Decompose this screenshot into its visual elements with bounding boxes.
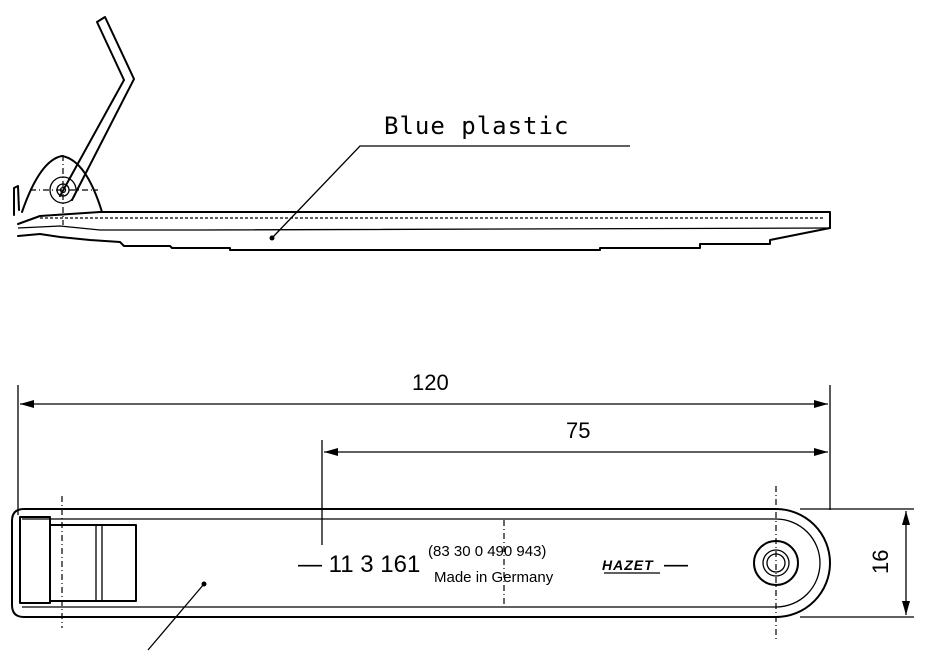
arrow-16-top bbox=[902, 511, 910, 525]
blade-stepped-bottom bbox=[17, 227, 831, 251]
arrow-75-right bbox=[814, 448, 828, 456]
lever-base bbox=[49, 524, 137, 602]
hinge-block bbox=[19, 516, 51, 604]
arrow-120-right bbox=[814, 400, 828, 408]
material-leader-dot bbox=[269, 235, 275, 241]
bottom-leader-dot bbox=[201, 581, 207, 587]
material-label: Blue plastic bbox=[384, 112, 569, 140]
side-view: Blue plastic bbox=[13, 16, 831, 251]
end-hole-inner bbox=[762, 549, 790, 577]
dimension-75-label: 75 bbox=[566, 418, 590, 443]
arrow-75-left bbox=[324, 448, 338, 456]
code-text: (83 30 0 490 943) bbox=[428, 543, 546, 560]
top-view: — 11 3 161 (83 30 0 490 943) Made in Ger… bbox=[11, 486, 831, 651]
dimension-16-label: 16 bbox=[868, 550, 893, 574]
blade-lower-taper bbox=[17, 225, 831, 231]
hinge-bracket bbox=[21, 155, 103, 213]
end-clip bbox=[13, 185, 20, 216]
lever-handle bbox=[59, 16, 135, 201]
blade-outline-inner bbox=[22, 518, 821, 608]
origin-text: Made in Germany bbox=[434, 569, 554, 586]
blade-top-edge bbox=[17, 211, 831, 229]
blade-outline-outer bbox=[11, 508, 831, 618]
bottom-leader-line bbox=[147, 583, 205, 651]
arrow-16-bottom bbox=[902, 601, 910, 615]
arrow-120-left bbox=[20, 400, 34, 408]
material-leader-line bbox=[271, 145, 630, 239]
brand-logo-text: HAZET bbox=[602, 557, 654, 573]
trailing-dash-text: — bbox=[664, 551, 688, 578]
dimension-120-label: 120 bbox=[412, 370, 449, 395]
dimension-lines: 120 75 16 bbox=[17, 370, 914, 618]
part-number-text: — 11 3 161 bbox=[298, 551, 420, 578]
